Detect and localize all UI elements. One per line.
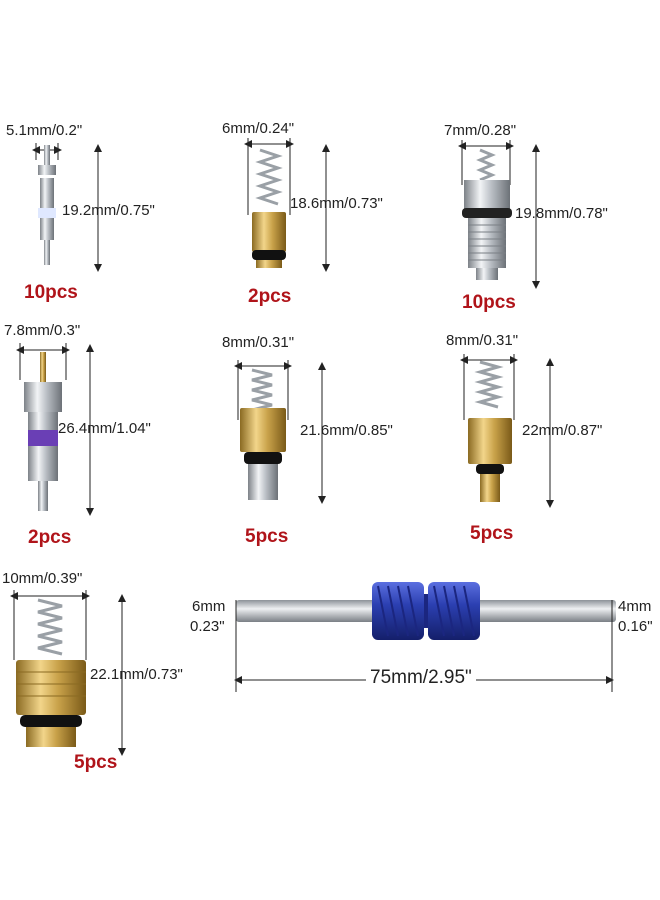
length-label: 26.4mm/1.04" [58,420,151,437]
quantity-label: 10pcs [462,292,516,313]
quantity-label: 5pcs [245,526,289,547]
tool-length-label: 75mm/2.95" [366,667,476,689]
tool-right-width-inch-label: 0.16" [618,618,653,635]
width-label: 10mm/0.39" [2,570,83,587]
length-label: 18.6mm/0.73" [290,195,383,212]
length-label: 21.6mm/0.85" [300,422,393,439]
length-label: 22mm/0.87" [522,422,603,439]
quantity-label: 5pcs [74,752,118,773]
width-label: 8mm/0.31" [446,332,519,349]
width-label: 6mm/0.24" [222,120,295,137]
length-label: 22.1mm/0.73" [90,666,183,683]
quantity-label: 2pcs [248,286,292,307]
tool-left-width-label: 6mm [192,598,226,615]
width-label: 5.1mm/0.2" [6,122,83,139]
length-label: 19.2mm/0.75" [62,202,155,219]
quantity-label: 10pcs [24,282,78,303]
quantity-label: 5pcs [470,523,514,544]
width-label: 7mm/0.28" [444,122,517,139]
quantity-label: 2pcs [28,527,72,548]
length-label: 19.8mm/0.78" [515,205,608,222]
width-label: 8mm/0.31" [222,334,295,351]
tool-right-width-label: 4mm [618,598,652,615]
tool-left-width-inch-label: 0.23" [190,618,225,635]
width-label: 7.8mm/0.3" [4,322,81,339]
